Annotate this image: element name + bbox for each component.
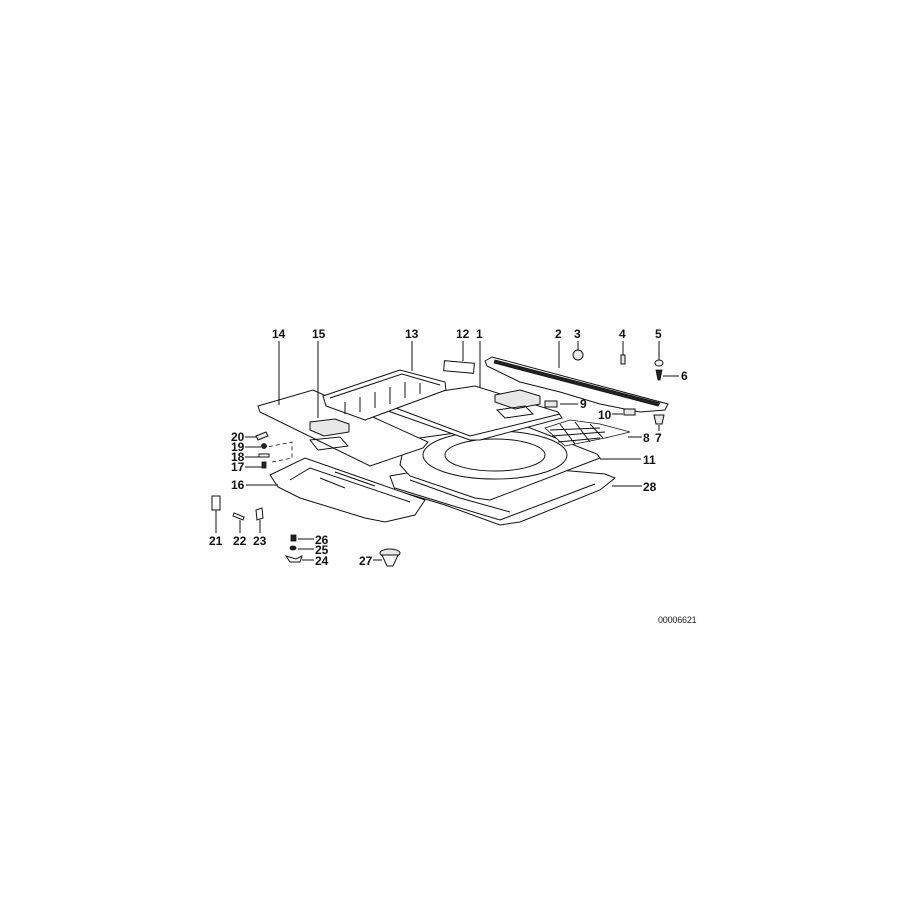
callout-20[interactable]: 20 — [231, 430, 245, 444]
callout-1[interactable]: 1 — [476, 327, 483, 341]
callout-22[interactable]: 22 — [233, 534, 247, 548]
callout-7[interactable]: 7 — [655, 431, 662, 445]
part-12-trim-piece — [443, 360, 475, 374]
part-4-fastener — [620, 354, 626, 365]
callout-12[interactable]: 12 — [456, 327, 470, 341]
callout-15[interactable]: 15 — [312, 327, 326, 341]
callout-3[interactable]: 3 — [574, 327, 581, 341]
callout-21[interactable]: 21 — [209, 534, 223, 548]
part-18-washer — [258, 453, 270, 458]
part-1-box — [494, 389, 541, 419]
callout-6[interactable]: 6 — [681, 369, 688, 383]
part-25-washer — [289, 545, 297, 551]
part-19-nut — [261, 443, 267, 449]
callout-18[interactable]: 18 — [231, 450, 245, 464]
part-22-bolt — [232, 512, 245, 521]
part-9-bracket — [544, 400, 558, 408]
callout-17[interactable]: 17 — [231, 460, 245, 474]
part-5-washer — [654, 359, 664, 367]
callout-19[interactable]: 19 — [231, 440, 245, 454]
part-21-grommet — [211, 495, 221, 511]
part-6-screw — [655, 369, 663, 381]
callout-10[interactable]: 10 — [598, 408, 612, 422]
part-26-screw — [290, 534, 297, 542]
callout-14[interactable]: 14 — [272, 327, 286, 341]
part-2-rear-trim — [484, 356, 669, 413]
leader-lines — [215, 341, 679, 561]
callout-13[interactable]: 13 — [405, 327, 419, 341]
callout-23[interactable]: 23 — [253, 534, 267, 548]
part-27-plug — [379, 548, 401, 567]
callout-16[interactable]: 16 — [231, 478, 245, 492]
callout-27[interactable]: 27 — [359, 554, 373, 568]
part-23-plate — [255, 507, 264, 521]
callout-25[interactable]: 25 — [315, 543, 329, 557]
callout-28[interactable]: 28 — [643, 480, 657, 494]
part-7-grommet — [653, 414, 665, 425]
part-17-bolt — [261, 461, 267, 469]
callout-4[interactable]: 4 — [619, 327, 626, 341]
part-8-cargo-net — [544, 419, 631, 447]
part-16-tool-tray — [269, 457, 426, 523]
part-13-storage-tray — [322, 369, 447, 421]
callout-8[interactable]: 8 — [643, 431, 650, 445]
part-10-clip — [623, 408, 636, 416]
diagram-code: 00006621 — [658, 615, 697, 625]
part-3-clip — [572, 349, 584, 361]
callout-2[interactable]: 2 — [555, 327, 562, 341]
callout-11[interactable]: 11 — [643, 453, 656, 467]
callout-5[interactable]: 5 — [655, 327, 662, 341]
part-24-clip — [284, 555, 303, 563]
part-20-cap — [255, 431, 269, 441]
callout-26[interactable]: 26 — [315, 533, 329, 547]
part-11-spare-wheel-cover — [399, 423, 601, 501]
part-15-box — [309, 418, 350, 451]
callout-24[interactable]: 24 — [315, 554, 329, 568]
callout-9[interactable]: 9 — [580, 397, 587, 411]
